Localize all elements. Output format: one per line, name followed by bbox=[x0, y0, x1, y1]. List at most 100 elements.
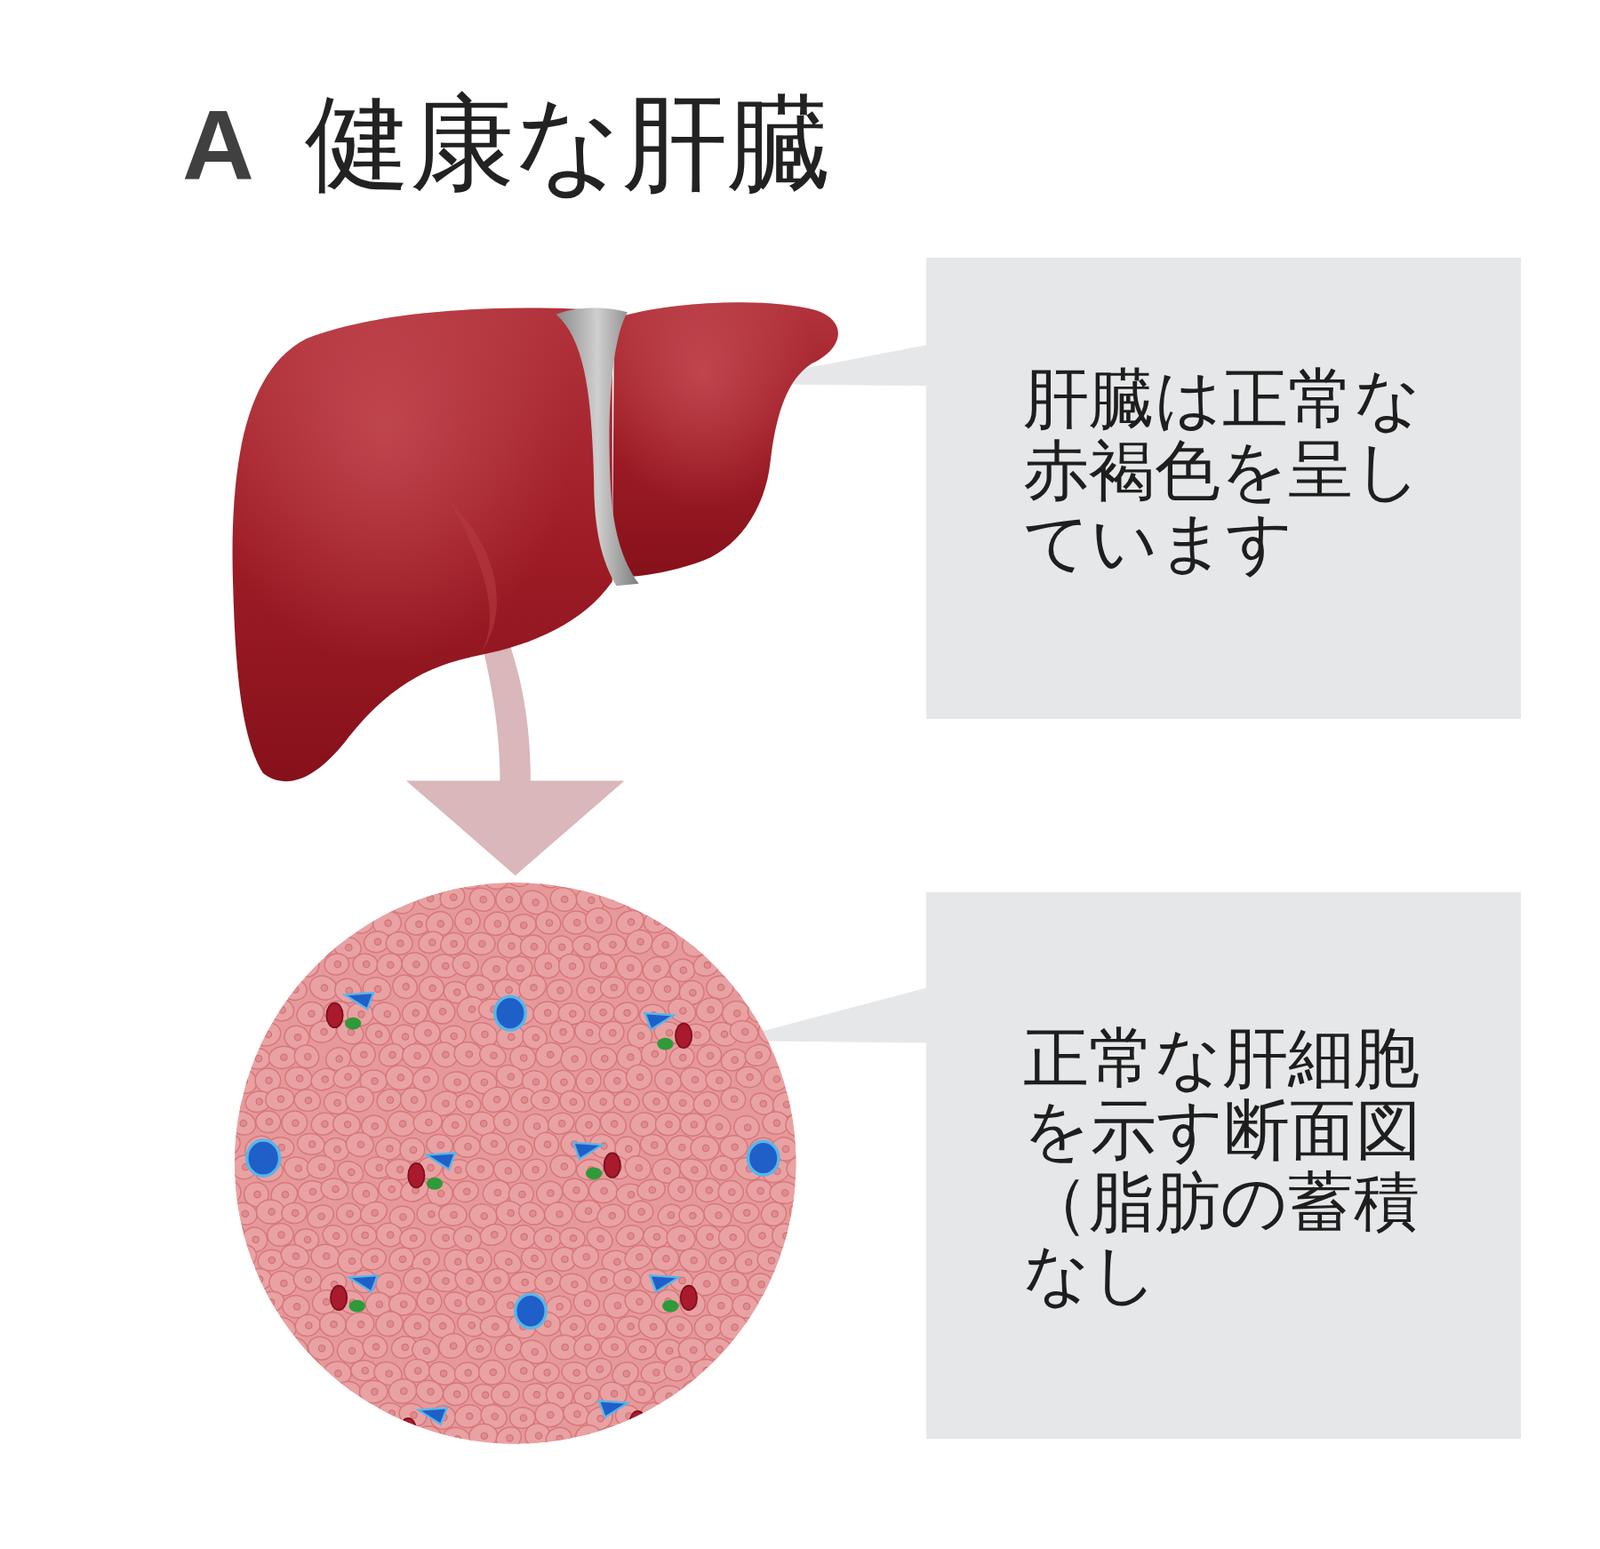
nucleus bbox=[623, 1370, 630, 1377]
hepatocyte bbox=[280, 1382, 309, 1406]
nucleus bbox=[624, 1009, 631, 1016]
nucleus bbox=[521, 1279, 528, 1286]
nucleus bbox=[599, 1323, 606, 1330]
nucleus bbox=[544, 1141, 551, 1148]
nucleus bbox=[318, 1213, 325, 1220]
nucleus bbox=[449, 1343, 456, 1350]
hepatocyte bbox=[702, 885, 735, 916]
nucleus bbox=[679, 1099, 686, 1106]
nucleus bbox=[717, 984, 724, 991]
hepatocyte bbox=[664, 908, 696, 936]
nucleus bbox=[600, 1187, 608, 1194]
hepatocyte bbox=[322, 952, 352, 978]
nucleus bbox=[507, 1209, 514, 1216]
nucleus bbox=[227, 874, 234, 881]
hepatic-artery bbox=[326, 1003, 343, 1029]
hepatocyte bbox=[214, 1220, 247, 1249]
nucleus bbox=[226, 961, 233, 968]
hepatocyte bbox=[597, 933, 627, 957]
hepatocyte bbox=[536, 864, 565, 889]
central-vein bbox=[495, 996, 526, 1031]
nucleus bbox=[731, 1280, 738, 1287]
hepatocyte bbox=[253, 1377, 286, 1408]
nucleus bbox=[690, 1121, 697, 1128]
hepatocyte bbox=[756, 1336, 786, 1362]
nucleus bbox=[320, 1028, 328, 1035]
nucleus bbox=[691, 1167, 698, 1174]
nucleus bbox=[427, 895, 434, 902]
nucleus bbox=[707, 1007, 714, 1014]
hepatocyte bbox=[412, 1019, 441, 1047]
nucleus bbox=[240, 1120, 247, 1127]
nucleus bbox=[450, 1032, 457, 1040]
nucleus bbox=[597, 1416, 604, 1423]
nucleus bbox=[557, 987, 564, 994]
nucleus bbox=[279, 876, 286, 883]
nucleus bbox=[662, 942, 669, 949]
nucleus bbox=[706, 1052, 713, 1059]
nucleus bbox=[770, 944, 777, 951]
nucleus bbox=[760, 1100, 767, 1107]
nucleus bbox=[468, 874, 475, 881]
nucleus bbox=[304, 1276, 312, 1283]
hepatocyte bbox=[611, 1089, 640, 1115]
hepatocyte bbox=[348, 868, 376, 892]
hepatocyte bbox=[280, 1110, 309, 1137]
nucleus bbox=[268, 1208, 275, 1216]
nucleus bbox=[720, 1257, 727, 1264]
hepatocyte bbox=[731, 934, 761, 961]
nucleus bbox=[252, 1236, 259, 1243]
hepatocyte bbox=[733, 1335, 762, 1359]
hepatocyte bbox=[639, 860, 671, 889]
nucleus bbox=[517, 965, 524, 972]
hepatocyte bbox=[678, 1111, 709, 1139]
hepatocyte bbox=[348, 910, 375, 934]
nucleus bbox=[401, 1033, 408, 1040]
hepatocyte bbox=[304, 882, 338, 914]
nucleus bbox=[466, 1278, 473, 1285]
hepatocyte bbox=[788, 1068, 816, 1093]
nucleus bbox=[720, 1389, 727, 1396]
hepatocyte bbox=[216, 866, 243, 890]
nucleus bbox=[744, 1124, 751, 1131]
hepatocyte bbox=[547, 884, 580, 915]
hepatocyte bbox=[434, 1329, 471, 1364]
nucleus bbox=[464, 1235, 472, 1242]
hepatocyte bbox=[596, 1422, 632, 1455]
hepatocyte bbox=[783, 971, 819, 1006]
nucleus bbox=[376, 1164, 383, 1171]
nucleus bbox=[796, 1393, 803, 1400]
nucleus bbox=[442, 1051, 449, 1058]
nucleus bbox=[690, 1257, 697, 1264]
nucleus bbox=[583, 1254, 590, 1261]
bile-duct bbox=[418, 1432, 435, 1446]
nucleus bbox=[799, 984, 806, 992]
bile-duct bbox=[611, 1425, 628, 1439]
nucleus bbox=[757, 961, 764, 968]
nucleus bbox=[636, 1073, 643, 1080]
nucleus bbox=[361, 1367, 368, 1374]
hepatocyte bbox=[687, 861, 721, 893]
panel-letter: A bbox=[182, 96, 255, 196]
nucleus bbox=[637, 987, 644, 994]
hepatocyte bbox=[615, 866, 647, 895]
hepatocyte bbox=[761, 1064, 791, 1094]
nucleus bbox=[323, 1253, 330, 1260]
hepatocyte bbox=[305, 1153, 337, 1181]
hepatocyte bbox=[304, 1334, 337, 1364]
nucleus bbox=[584, 1300, 591, 1307]
hepatocyte bbox=[717, 1179, 745, 1206]
hepatocyte bbox=[716, 906, 749, 936]
nucleus bbox=[330, 1412, 337, 1419]
nucleus bbox=[784, 1366, 792, 1373]
hepatocyte bbox=[456, 864, 485, 891]
hepatocyte bbox=[296, 1132, 327, 1158]
nucleus bbox=[773, 1076, 780, 1083]
hepatocyte bbox=[532, 908, 564, 938]
nucleus bbox=[569, 1010, 576, 1017]
nucleus bbox=[547, 1411, 554, 1418]
nucleus bbox=[799, 1434, 806, 1441]
nucleus bbox=[374, 1432, 381, 1440]
nucleus bbox=[453, 1391, 460, 1398]
hepatocyte bbox=[785, 890, 813, 915]
